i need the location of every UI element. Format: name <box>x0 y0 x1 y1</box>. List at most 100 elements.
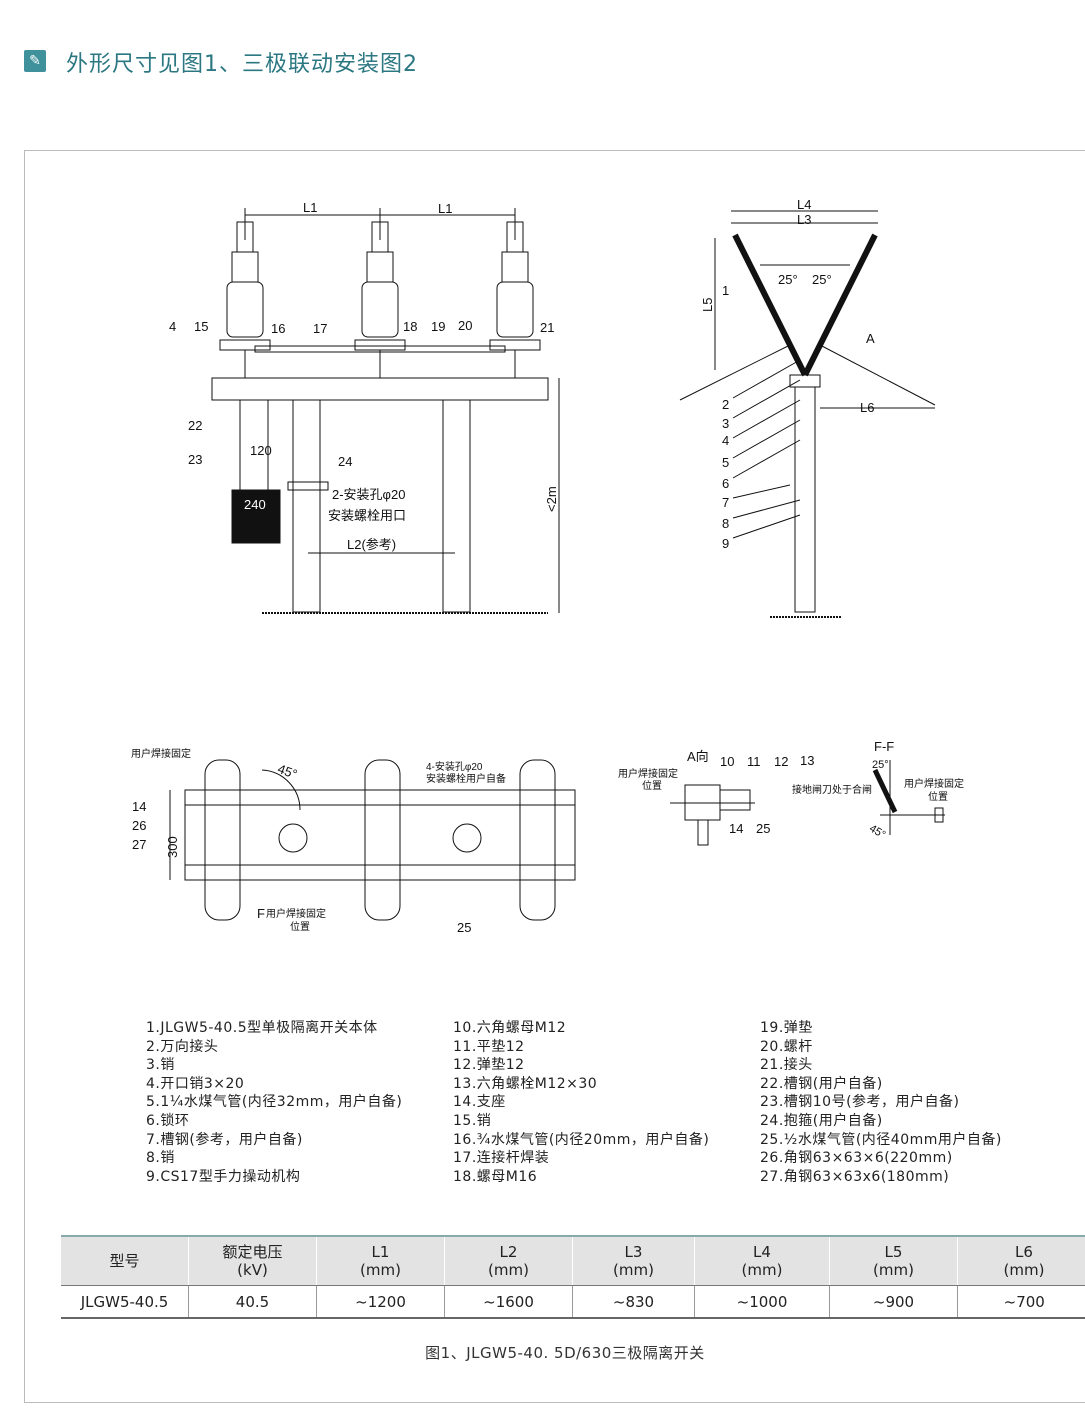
support-column <box>292 399 321 613</box>
part-item: 5.1¼水煤气管(内径32mm，用户自备) <box>146 1094 403 1111</box>
part-item: 13.六角螺栓M12×30 <box>453 1075 598 1092</box>
part-label: 14 <box>132 799 146 814</box>
angle: 45° <box>867 823 887 842</box>
table-header-row: 型号 额定电压(kV) L1(mm) L2(mm) L3(mm) L4(mm) … <box>61 1235 1085 1286</box>
operating-mechanism <box>231 489 281 544</box>
part-item: 1.JLGW5-40.5型单极隔离开关本体 <box>146 1020 378 1036</box>
part-item: 11.平垫12 <box>453 1038 525 1055</box>
view-a: A向 10 11 12 13 14 25 用户焊接固定 位置 <box>618 749 814 846</box>
cell-voltage: 40.5 <box>188 1285 317 1319</box>
part-item: 8.销 <box>146 1150 175 1167</box>
dim-l2: L2(参考) <box>347 537 396 552</box>
technical-drawing: L1 L1 240 <box>131 197 964 935</box>
part-label: 7 <box>722 495 729 510</box>
part-label: 10 <box>720 754 734 769</box>
part-label: 27 <box>132 837 146 852</box>
note: 用户焊接固定 <box>266 907 326 920</box>
part-item: 18.螺母M16 <box>453 1168 538 1185</box>
note: 接地闸刀处于合闸 <box>792 783 872 796</box>
part-item: 21.接头 <box>760 1057 813 1074</box>
part-label: 4 <box>722 433 729 448</box>
part-item: 17.连接杆焊装 <box>453 1150 550 1167</box>
part-item: 12.弹垫12 <box>453 1057 525 1074</box>
front-view: L1 L1 240 <box>169 200 560 614</box>
parts-list-col3: 19.弹垫 20.螺杆 21.接头 22.槽钢(用户自备) 23.槽钢10号(参… <box>760 1019 1002 1186</box>
insulator-pole <box>489 221 541 378</box>
part-item: 9.CS17型手力操动机构 <box>146 1168 301 1185</box>
part-item: 7.槽钢(参考，用户自备) <box>146 1131 303 1148</box>
angle: 25° <box>778 272 798 287</box>
insulator-pole <box>354 221 406 378</box>
part-label: 13 <box>800 753 814 768</box>
channel-steel <box>211 377 549 401</box>
col-header: 型号 <box>61 1235 189 1286</box>
part-item: 2.万向接头 <box>146 1038 219 1055</box>
note: 安装螺栓用口 <box>328 508 406 523</box>
part-item: 14.支座 <box>453 1094 506 1111</box>
connecting-rod <box>254 345 506 353</box>
part-label: 9 <box>722 536 729 551</box>
note: 用户焊接固定 <box>618 767 678 780</box>
part-item: 4.开口销3×20 <box>146 1075 245 1092</box>
dim-l6: L6 <box>860 400 874 415</box>
dim-l1: L1 <box>303 200 317 215</box>
note: 位置 <box>290 920 310 933</box>
part-item: 6.锁环 <box>146 1112 190 1129</box>
cell-l4: ~1000 <box>694 1285 830 1319</box>
cell-l5: ~900 <box>829 1285 958 1319</box>
part-label: 26 <box>132 818 146 833</box>
part-label: 3 <box>722 416 729 431</box>
col-header: L6(mm) <box>957 1235 1085 1286</box>
insulator-pole <box>219 221 271 378</box>
col-header: L3(mm) <box>572 1235 695 1286</box>
part-item: 25.½水煤气管(内径40mm用户自备) <box>760 1131 1002 1148</box>
part-item: 27.角钢63×63x6(180mm) <box>760 1168 950 1185</box>
section-f: F-F 25° 45° 接地闸刀处于合闸 用户焊接固定 位置 <box>792 739 964 841</box>
dim-l1: L1 <box>438 201 452 216</box>
part-label: 22 <box>188 418 202 433</box>
part-item: 19.弹垫 <box>760 1020 813 1036</box>
part-item: 23.槽钢10号(参考，用户自备) <box>760 1094 960 1111</box>
part-item: 20.螺杆 <box>760 1038 813 1055</box>
part-label: 20 <box>458 318 472 333</box>
part-label: 16 <box>271 321 285 336</box>
parts-list-col2: 10.六角螺母M12 11.平垫12 12.弹垫12 13.六角螺栓M12×30… <box>453 1019 709 1186</box>
cell-model: JLGW5-40.5 <box>61 1285 189 1319</box>
note: 2-安装孔φ20 <box>332 487 405 502</box>
col-header: L5(mm) <box>829 1235 958 1286</box>
part-label: 17 <box>313 321 327 336</box>
part-label: A <box>866 331 875 346</box>
col-header: L1(mm) <box>316 1235 445 1286</box>
part-item: 26.角钢63×63×6(220mm) <box>760 1150 953 1167</box>
part-label: 15 <box>194 319 208 334</box>
part-item: 22.槽钢(用户自备) <box>760 1075 883 1092</box>
pole-plan <box>204 759 241 921</box>
part-label: 5 <box>722 455 729 470</box>
col-header: L2(mm) <box>444 1235 573 1286</box>
edit-icon: ✎ <box>24 50 46 72</box>
part-item: 10.六角螺母M12 <box>453 1020 567 1036</box>
dim-l3: L3 <box>797 212 811 227</box>
page-title: 外形尺寸见图1、三极联动安装图2 <box>66 52 418 77</box>
part-label: 12 <box>774 754 788 769</box>
dim-300: 300 <box>165 836 180 858</box>
view-title: A向 <box>687 749 709 764</box>
pole-plan <box>364 759 401 921</box>
note: 位置 <box>642 779 662 792</box>
part-label: 21 <box>540 320 554 335</box>
section-title: F-F <box>874 739 894 754</box>
part-label: 19 <box>431 319 445 334</box>
support-column <box>442 399 471 613</box>
note: 用户焊接固定 <box>904 777 964 790</box>
part-label: 6 <box>722 476 729 491</box>
dim-120: 120 <box>250 443 272 458</box>
pole-plan <box>519 759 556 921</box>
part-item: 24.抱箍(用户自备) <box>760 1112 883 1129</box>
part-label: 25 <box>756 821 770 836</box>
dim-height: <2m <box>544 486 559 512</box>
figure-caption: 图1、JLGW5-40. 5D/630三极隔离开关 <box>425 1344 705 1362</box>
part-label: 1 <box>722 283 729 298</box>
part-label: 18 <box>403 319 417 334</box>
cell-l3: ~830 <box>572 1285 695 1319</box>
part-label: 11 <box>747 754 761 769</box>
